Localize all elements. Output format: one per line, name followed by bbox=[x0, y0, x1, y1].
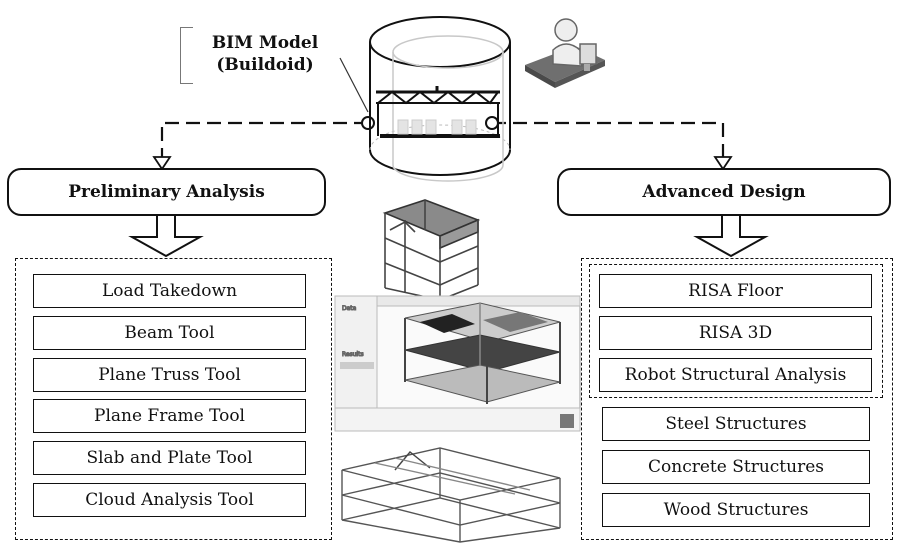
tool-plane-truss: Plane Truss Tool bbox=[33, 358, 306, 392]
structures-steel: Steel Structures bbox=[602, 407, 870, 441]
preliminary-analysis-box: Preliminary Analysis bbox=[7, 168, 326, 216]
software-screenshot: Data Results bbox=[334, 295, 581, 432]
software-risa-floor: RISA Floor bbox=[599, 274, 872, 308]
advanced-design-box: Advanced Design bbox=[557, 168, 891, 216]
bim-model-label: BIM Model (Buildoid) bbox=[195, 32, 335, 76]
bim-cylinder-icon bbox=[369, 16, 511, 182]
bim-model-subtitle: (Buildoid) bbox=[216, 55, 314, 75]
bim-label-bracket bbox=[180, 27, 193, 84]
building-frame-sketch-top bbox=[382, 199, 481, 301]
right-small-arrow-icon bbox=[713, 156, 733, 171]
tool-load-takedown: Load Takedown bbox=[33, 274, 306, 308]
left-connector-node bbox=[361, 116, 375, 130]
right-connector-node bbox=[485, 116, 499, 130]
preliminary-analysis-title: Preliminary Analysis bbox=[68, 182, 265, 202]
user-computer-icon bbox=[525, 18, 605, 88]
advanced-design-title: Advanced Design bbox=[642, 182, 806, 202]
structures-concrete: Concrete Structures bbox=[602, 450, 870, 484]
building-frame-sketch-bottom bbox=[341, 447, 561, 543]
svg-text:Results: Results bbox=[342, 351, 364, 358]
svg-text:Data: Data bbox=[342, 305, 357, 312]
right-dashed-connector bbox=[492, 121, 725, 158]
left-small-arrow-icon bbox=[152, 156, 172, 171]
tool-beam: Beam Tool bbox=[33, 316, 306, 350]
preliminary-tools-panel bbox=[15, 258, 332, 540]
right-big-arrow-icon bbox=[693, 211, 769, 258]
advanced-software-panel bbox=[589, 264, 883, 398]
software-robot-structural-analysis: Robot Structural Analysis bbox=[599, 358, 872, 392]
software-risa-3d: RISA 3D bbox=[599, 316, 872, 350]
tool-slab-and-plate: Slab and Plate Tool bbox=[33, 441, 306, 475]
left-big-arrow-icon bbox=[128, 211, 204, 258]
left-dashed-connector bbox=[160, 121, 368, 158]
tool-cloud-analysis: Cloud Analysis Tool bbox=[33, 483, 306, 517]
bim-model-title: BIM Model bbox=[211, 33, 319, 53]
structures-wood: Wood Structures bbox=[602, 493, 870, 527]
advanced-outer-panel bbox=[581, 258, 893, 540]
tool-plane-frame: Plane Frame Tool bbox=[33, 399, 306, 433]
